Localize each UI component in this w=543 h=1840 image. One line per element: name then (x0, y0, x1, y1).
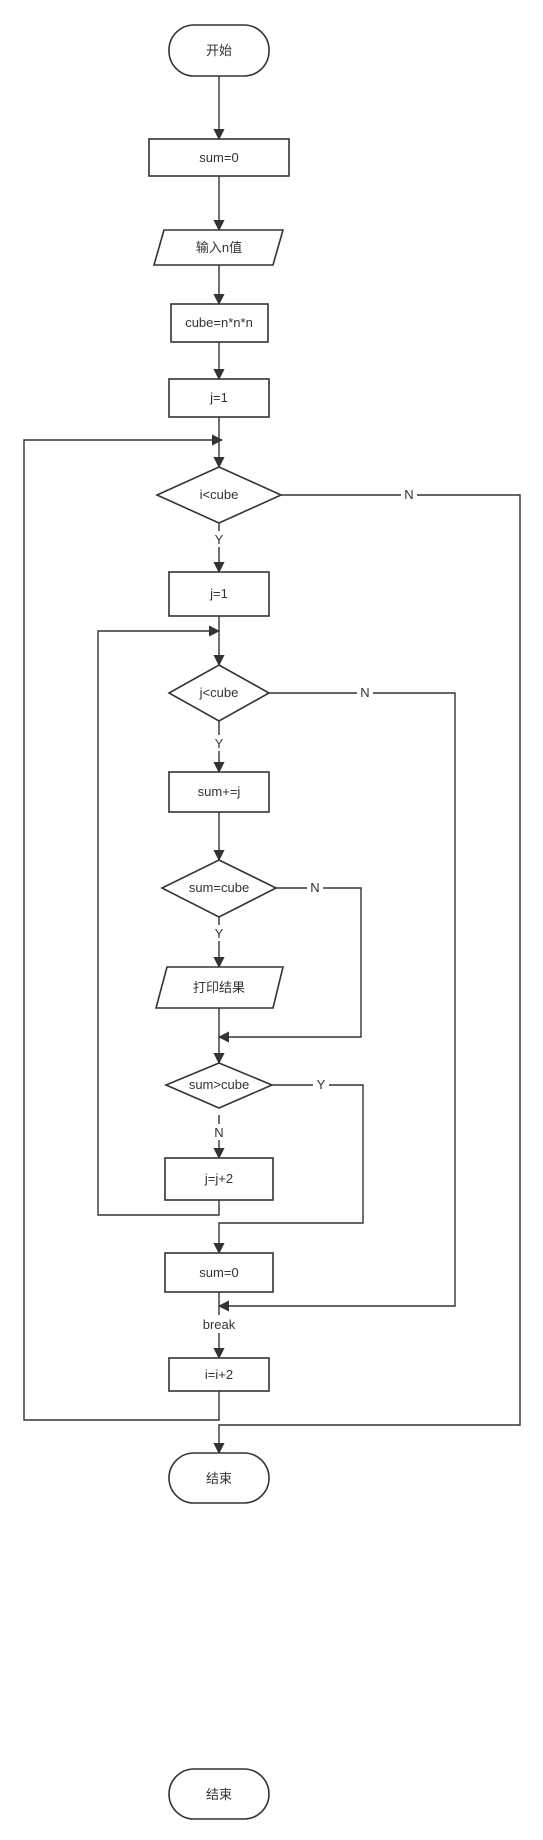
edge-istep-loop (23, 434, 224, 1421)
end-node-duplicate: 结束 (168, 1768, 270, 1820)
label-inner-no: N (360, 685, 369, 700)
edge-outer-no-end (213, 494, 521, 1455)
outer-condition-node: i<cube (155, 466, 283, 524)
label-outer-yes: Y (215, 532, 224, 547)
inner-condition-label: j<cube (199, 685, 239, 700)
edge-gt-yes-sumreset (213, 1084, 364, 1255)
cube-calc-label: cube=n*n*n (185, 315, 253, 330)
j-init-label: j=1 (209, 586, 228, 601)
label-eq-yes: Y (215, 926, 224, 941)
label-break: break (203, 1317, 236, 1332)
equal-condition-label: sum=cube (189, 880, 249, 895)
input-node: 输入n值 (152, 229, 285, 266)
greater-condition-label: sum>cube (189, 1077, 249, 1092)
i-init-node: j=1 (168, 378, 270, 418)
sum-init-label: sum=0 (199, 150, 238, 165)
label-inner-yes: Y (215, 736, 224, 751)
i-step-node: i=i+2 (168, 1357, 270, 1392)
inner-condition-node: j<cube (167, 664, 271, 722)
nodes: 开始 sum=0 输入n值 cube=n*n*n j=1 i<cube (148, 24, 290, 1820)
i-init-label: j=1 (209, 390, 228, 405)
print-result-node: 打印结果 (154, 966, 285, 1009)
sum-reset-node: sum=0 (164, 1252, 274, 1293)
label-eq-no: N (310, 880, 319, 895)
input-label: 输入n值 (196, 240, 242, 255)
edge-jstep-loop (97, 625, 221, 1216)
print-result-label: 打印结果 (193, 980, 245, 995)
j-step-label: j=j+2 (204, 1171, 233, 1186)
greater-condition-node: sum>cube (163, 1062, 275, 1109)
label-outer-no: N (404, 487, 413, 502)
sum-init-node: sum=0 (148, 138, 290, 177)
edge-eq-no-merge (217, 887, 362, 1043)
j-step-node: j=j+2 (164, 1157, 274, 1201)
sum-reset-label: sum=0 (199, 1265, 238, 1280)
outer-condition-label: i<cube (200, 487, 239, 502)
j-init-node: j=1 (168, 571, 270, 617)
i-step-label: i=i+2 (205, 1367, 233, 1382)
start-label: 开始 (206, 43, 232, 58)
sum-add-node: sum+=j (168, 771, 270, 813)
cube-calc-node: cube=n*n*n (170, 303, 269, 343)
sum-add-label: sum+=j (198, 784, 241, 799)
end-duplicate-label: 结束 (206, 1787, 232, 1802)
label-gt-yes: Y (317, 1077, 326, 1092)
edge-labels: Y N Y N Y N Y N break (199, 487, 417, 1333)
start-node: 开始 (168, 24, 270, 77)
edges (23, 76, 521, 1455)
label-gt-no: N (214, 1125, 223, 1140)
end-label: 结束 (206, 1471, 232, 1486)
equal-condition-node: sum=cube (160, 859, 278, 918)
end-node: 结束 (168, 1452, 270, 1504)
